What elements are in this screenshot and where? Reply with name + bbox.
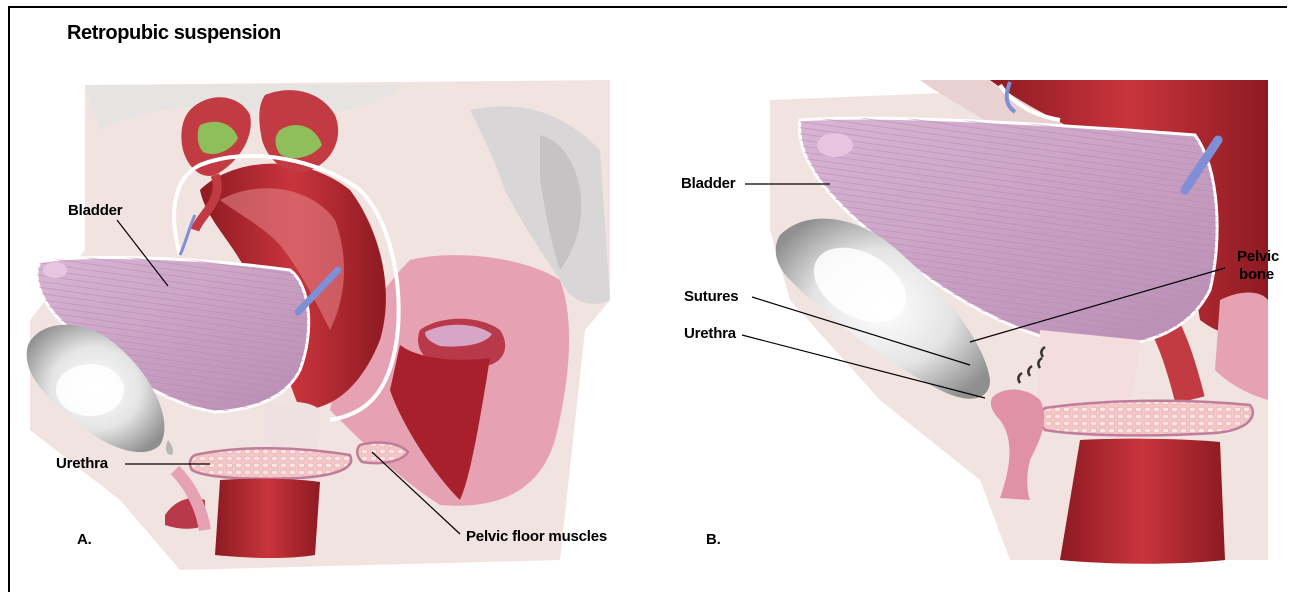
label-urethra-a: Urethra — [56, 455, 108, 472]
panel-b-label: B. — [706, 531, 721, 548]
label-urethra-b: Urethra — [684, 325, 736, 342]
panel-b-illustration — [770, 80, 1268, 564]
panel-a-illustration — [27, 80, 610, 570]
label-sutures: Sutures — [684, 288, 738, 305]
label-pelvic-floor-muscles: Pelvic floor muscles — [466, 528, 607, 545]
label-bladder-b: Bladder — [681, 175, 735, 192]
panel-a-label: A. — [77, 531, 92, 548]
label-bladder-a: Bladder — [68, 202, 122, 219]
label-pelvic-bone-line1: Pelvic — [1237, 248, 1279, 265]
label-pelvic-bone-line2: bone — [1239, 266, 1274, 283]
